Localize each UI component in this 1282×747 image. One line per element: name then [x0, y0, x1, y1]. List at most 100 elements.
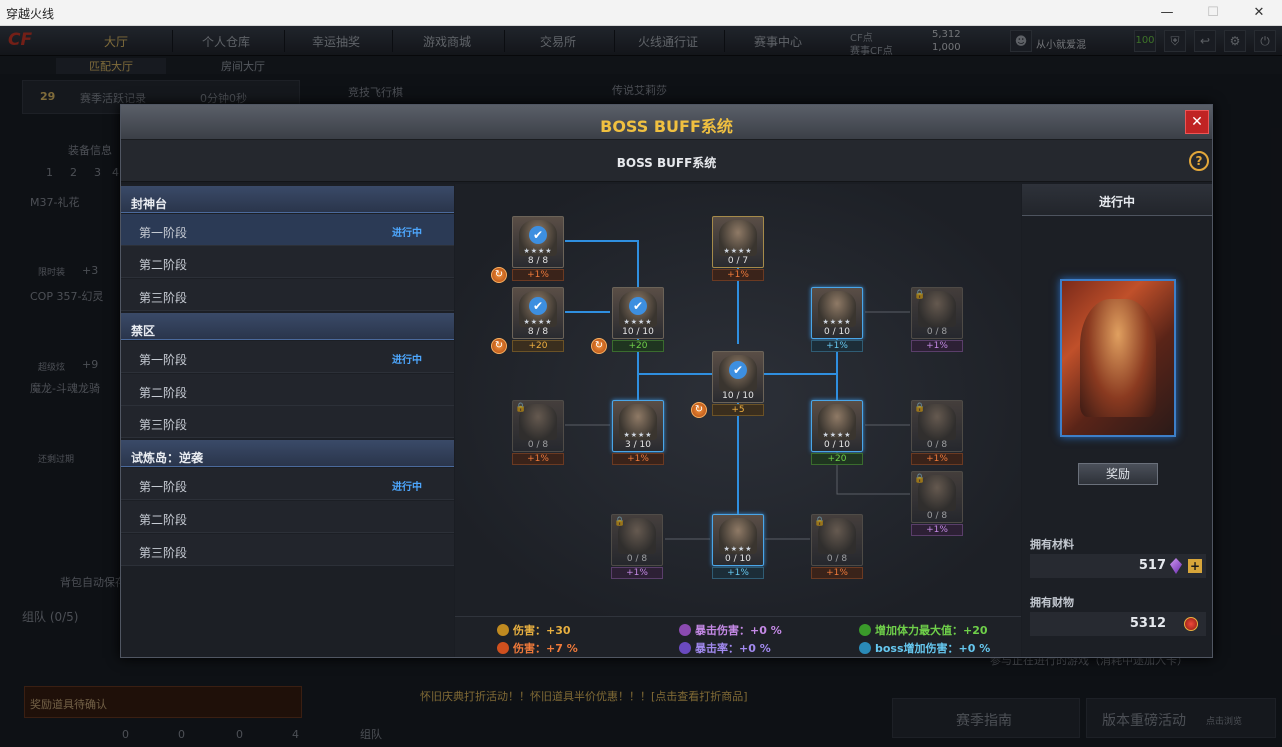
buff-node[interactable]: 🔒0 / 8	[911, 287, 963, 339]
exit-icon[interactable]: ⏻	[1254, 30, 1276, 52]
node-buff: +1%	[712, 567, 764, 579]
buff-node[interactable]: 🔒0 / 8	[611, 514, 663, 566]
nav-events[interactable]: 赛事中心	[753, 35, 802, 49]
window-title: 穿越火线	[6, 7, 55, 21]
stage-status: 进行中	[392, 355, 422, 366]
stage-label: 第三阶段	[139, 546, 188, 560]
close-icon[interactable]: ✕	[1185, 110, 1209, 134]
fire-icon	[497, 642, 509, 654]
chat-team-label[interactable]: 组队	[360, 728, 382, 741]
nav-lobby[interactable]: 大厅	[103, 35, 128, 49]
check-icon: ✔	[629, 297, 647, 315]
category-trial-island[interactable]: 试炼岛：逆袭	[121, 440, 454, 467]
sword-icon	[497, 624, 509, 636]
wealth-value: 5312	[1030, 612, 1206, 636]
return-icon[interactable]: ↩	[1194, 30, 1216, 52]
refresh-icon[interactable]: ↻	[491, 338, 507, 354]
refresh-icon[interactable]: ↻	[491, 267, 507, 283]
add-materials-button[interactable]: +	[1188, 559, 1202, 573]
category-jinqu[interactable]: 禁区	[121, 313, 454, 340]
weapon-1-tag: 限时装	[38, 268, 66, 278]
match-points-label: 赛事CF点	[850, 46, 893, 57]
nav-exchange[interactable]: 交易所	[539, 35, 576, 49]
check-icon: ✔	[529, 226, 547, 244]
nav-divider	[172, 30, 173, 52]
refresh-icon[interactable]: ↻	[591, 338, 607, 354]
bag-autosave[interactable]: 背包自动保存	[60, 576, 126, 589]
reward-button[interactable]: 奖励	[1078, 463, 1158, 485]
buff-node[interactable]: 🔒0 / 8	[512, 400, 564, 452]
buff-node[interactable]: ★★★★✔10 / 10	[612, 287, 664, 339]
buff-node[interactable]: ★★★★0 / 10	[811, 287, 863, 339]
stage-item[interactable]: 第一阶段进行中	[121, 214, 454, 246]
buff-node[interactable]: ★★★★3 / 10	[612, 400, 664, 452]
node-buff: +1%	[911, 340, 963, 352]
slot-2[interactable]: 2	[70, 166, 77, 179]
buff-node[interactable]: 🔒0 / 8	[911, 471, 963, 523]
category-fengshentai[interactable]: 封神台	[121, 186, 454, 213]
count-4: 4	[292, 728, 299, 741]
gear-icon[interactable]: ⚙	[1224, 30, 1246, 52]
close-window-button[interactable]: ✕	[1253, 5, 1265, 20]
lock-icon: 🔒	[914, 474, 926, 484]
season-guide-button[interactable]	[892, 698, 1080, 738]
stage-item[interactable]: 第二阶段	[121, 246, 454, 278]
nav-store[interactable]: 游戏商城	[422, 35, 471, 49]
node-buff: +1%	[612, 453, 664, 465]
legend-label: 传说艾莉莎	[612, 84, 667, 97]
buff-summary: 伤害：+30 伤害：+7 % 暴击伤害：+0 % 暴击率：+0 % 增加体力最大…	[455, 616, 1021, 657]
version-event-sub: 点击浏览	[1206, 717, 1243, 727]
buff-node[interactable]: ★★★★✔8 / 8	[512, 216, 564, 268]
stage-item[interactable]: 第一阶段进行中	[121, 341, 454, 373]
avatar[interactable]: ☻	[1010, 30, 1032, 52]
dialog-subtitle: BOSS BUFF系统	[616, 156, 717, 170]
buff-node[interactable]: ★★★★0 / 7	[712, 216, 764, 268]
reward-confirm-panel[interactable]	[24, 686, 302, 718]
stage-status: 进行中	[392, 228, 422, 239]
lock-icon: 🔒	[914, 403, 926, 413]
stage-list: 封神台 第一阶段进行中 第二阶段 第三阶段 禁区 第一阶段进行中 第二阶段 第三…	[121, 184, 454, 657]
stage-item[interactable]: 第三阶段	[121, 406, 454, 438]
marquee-text[interactable]: 怀旧庆典打折活动！！怀旧道具半价优惠！！！[点击查看打折商品]	[420, 690, 748, 703]
subnav-match-lobby[interactable]: 匹配大厅	[56, 58, 166, 74]
minimize-button[interactable]: —	[1160, 5, 1174, 20]
stage-label: 第二阶段	[139, 258, 188, 272]
buff-node[interactable]: ★★★★0 / 10	[712, 514, 764, 566]
stage-item[interactable]: 第三阶段	[121, 279, 454, 311]
burst-icon	[679, 624, 691, 636]
buff-node[interactable]: ★★★★0 / 10	[811, 400, 863, 452]
refresh-icon[interactable]: ↻	[691, 402, 707, 418]
node-progress: 0 / 8	[826, 554, 848, 564]
maximize-button[interactable]: ☐	[1207, 5, 1219, 20]
shield-icon[interactable]: ⛨	[1164, 30, 1186, 52]
node-progress: 8 / 8	[527, 256, 549, 266]
equip-info-tab[interactable]: 装备信息	[68, 144, 112, 157]
buff-node[interactable]: 🔒 0 / 8	[811, 514, 863, 566]
stage-label: 第三阶段	[139, 418, 188, 432]
stage-item[interactable]: 第二阶段	[121, 501, 454, 533]
stage-item[interactable]: 第三阶段	[121, 534, 454, 566]
boss-portrait	[1060, 279, 1176, 437]
stage-status: 进行中	[392, 482, 422, 493]
nav-warehouse[interactable]: 个人仓库	[201, 35, 250, 49]
subnav-room-lobby[interactable]: 房间大厅	[221, 60, 265, 73]
slot-3[interactable]: 3	[94, 166, 101, 179]
target-icon	[679, 642, 691, 654]
node-progress: 0 / 10	[725, 554, 751, 564]
stage-item[interactable]: 第一阶段进行中	[121, 468, 454, 500]
node-buff: +1%	[811, 567, 863, 579]
stat-crit-damage: 暴击伤害：+0 %	[679, 622, 782, 638]
version-event-button[interactable]	[1086, 698, 1276, 738]
buff-node[interactable]: 🔒0 / 8	[911, 400, 963, 452]
nav-lottery[interactable]: 幸运抽奖	[311, 35, 360, 49]
stage-item[interactable]: 第二阶段	[121, 374, 454, 406]
slot-4[interactable]: 4	[112, 166, 119, 179]
buff-node[interactable]: ✔10 / 10	[712, 351, 764, 403]
nav-battle-pass[interactable]: 火线通行证	[637, 35, 698, 49]
help-icon[interactable]: ?	[1189, 151, 1209, 171]
slot-1[interactable]: 1	[46, 166, 53, 179]
boss-icon	[859, 642, 871, 654]
count-1: 0	[122, 728, 129, 741]
lock-icon: 🔒	[814, 517, 826, 527]
buff-node[interactable]: ★★★★✔8 / 8	[512, 287, 564, 339]
